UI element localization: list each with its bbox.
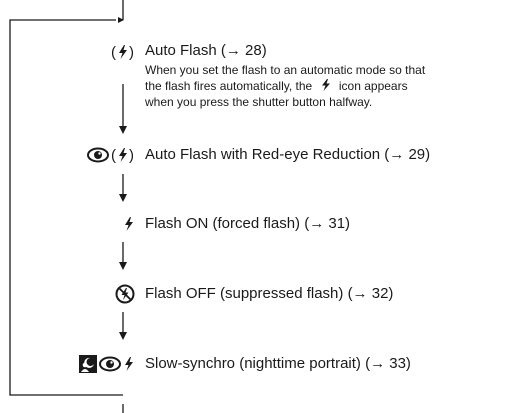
flash-off-label: Flash OFF (suppressed flash) (→ 32) bbox=[145, 285, 394, 302]
auto-flash-description-line-2: the flash fires automatically, the icon … bbox=[145, 79, 408, 93]
night-portrait-icon bbox=[79, 355, 97, 373]
red-eye-icon bbox=[99, 356, 121, 372]
arrowhead-3 bbox=[119, 262, 127, 270]
flash-on-label: Flash ON (forced flash) (→ 31) bbox=[145, 215, 351, 232]
flash-icon bbox=[123, 214, 135, 234]
auto-flash-label: Auto Flash (→ 28) bbox=[145, 42, 267, 59]
arrowhead-2 bbox=[119, 194, 127, 202]
red-eye-reduction-label: Auto Flash with Red-eye Reduction (→ 29) bbox=[145, 146, 431, 163]
svg-text:): ) bbox=[129, 44, 134, 61]
auto-flash-icon: ( ) bbox=[111, 147, 134, 164]
loop-arrowhead bbox=[118, 17, 124, 23]
auto-flash-description-line-1: When you set the flash to an automatic m… bbox=[145, 63, 426, 77]
red-eye-auto-flash-icons: ( ) bbox=[87, 145, 135, 165]
arrowhead-1 bbox=[119, 126, 127, 134]
flash-icon bbox=[125, 357, 133, 371]
svg-text:(: ( bbox=[111, 147, 116, 164]
flash-inline-icon bbox=[321, 79, 330, 91]
loop-back-line bbox=[9, 19, 123, 396]
auto-flash-description-line-3: when you press the shutter button halfwa… bbox=[145, 95, 373, 109]
auto-flash-icon: ( ) bbox=[111, 42, 135, 62]
svg-text:(: ( bbox=[111, 44, 116, 61]
slow-synchro-label: Slow-synchro (nighttime portrait) (→ 33) bbox=[145, 355, 411, 372]
red-eye-icon bbox=[87, 147, 109, 163]
svg-text:): ) bbox=[129, 147, 134, 164]
flash-off-icon bbox=[115, 284, 135, 304]
slow-synchro-icons bbox=[79, 354, 135, 374]
arrowhead-4 bbox=[119, 332, 127, 340]
